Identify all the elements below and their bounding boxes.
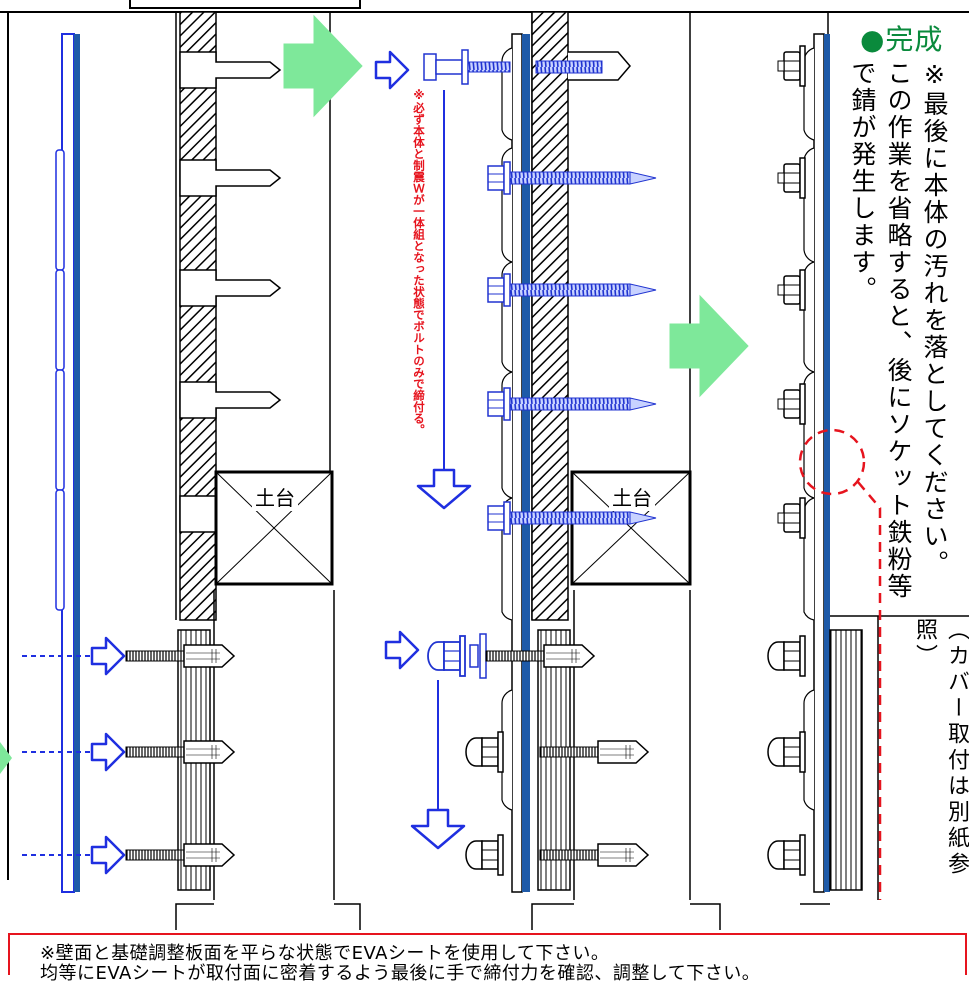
- final-note: ※最後に本体の汚れを落としてください。この作業を省略すると、後にソケット鉄粉等で…: [848, 60, 949, 600]
- final-heading: ●完成: [860, 23, 944, 56]
- foundation-sill-label: 土台: [609, 482, 655, 511]
- foundation-sill-label: 土台: [252, 482, 298, 511]
- cover-note: （カバー取付は別紙参照）: [912, 618, 969, 878]
- installation-diagram: [0, 0, 969, 930]
- bottom-note: ※壁面と基礎調整板面を平らな状態でEVAシートを使用して下さい。: [40, 943, 610, 964]
- middle-wall-section: [501, 11, 721, 930]
- right-plate-assembly: [800, 12, 969, 905]
- install-note: ※必ず本体と制震Ｗが一体組となった状態でボルトのみで締付る。: [412, 88, 426, 436]
- hex-bolt-icon: [423, 49, 511, 85]
- left-plate-assembly: [0, 33, 92, 893]
- rust-warning-callout: [798, 428, 882, 900]
- bottom-note: 均等にEVAシートが取付面に密着するよう最後に手で締付力を確認、調整して下さい。: [40, 963, 761, 984]
- bottom-notes-box: ※壁面と基礎調整板面を平らな状態でEVAシートを使用して下さい。 均等にEVAシ…: [8, 933, 967, 984]
